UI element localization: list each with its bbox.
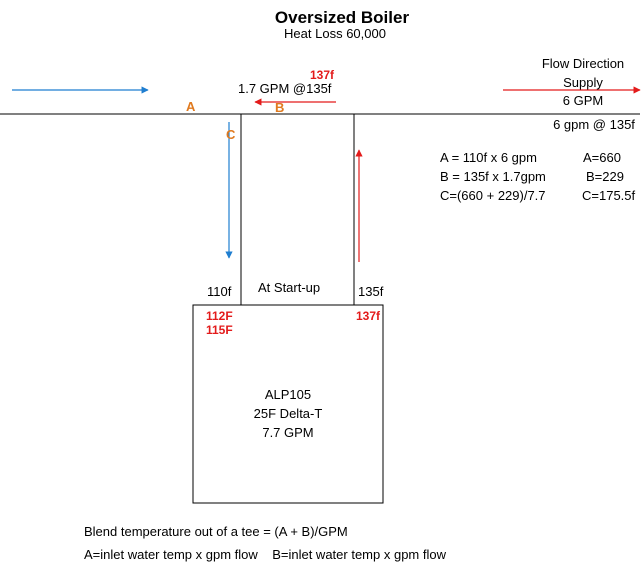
calc-b-formula: B = 135f x 1.7gpm — [440, 169, 546, 184]
point-c-label: C — [226, 127, 236, 142]
supply-temp-red: 137f — [356, 309, 381, 323]
note-definitions: A=inlet water temp x gpm flow B=inlet wa… — [84, 547, 447, 562]
return-temp-red-1: 112F — [206, 309, 233, 323]
diagram-title: Oversized Boiler — [275, 8, 410, 27]
bypass-temp-label: 137f — [310, 68, 335, 82]
bypass-flow-label: 1.7 GPM @135f — [238, 81, 332, 96]
flow-gpm-temp-label: 6 gpm @ 135f — [553, 117, 635, 132]
note-blend-formula: Blend temperature out of a tee = (A + B)… — [84, 524, 348, 539]
boiler-delta-t: 25F Delta-T — [254, 406, 323, 421]
calc-a-formula: A = 110f x 6 gpm — [440, 150, 537, 165]
boiler-model: ALP105 — [265, 387, 311, 402]
calc-b-result: B=229 — [586, 169, 624, 184]
point-a-label: A — [186, 99, 196, 114]
flow-gpm-label: 6 GPM — [563, 93, 603, 108]
return-temp-label: 110f — [207, 284, 232, 299]
startup-label: At Start-up — [258, 280, 320, 295]
boiler-gpm: 7.7 GPM — [262, 425, 313, 440]
diagram-subtitle: Heat Loss 60,000 — [284, 26, 386, 41]
supply-temp-label: 135f — [358, 284, 384, 299]
flow-supply-label: Supply — [563, 75, 603, 90]
calc-c-formula: C=(660 + 229)/7.7 — [440, 188, 546, 203]
boiler-box — [192, 304, 384, 504]
return-temp-red-2: 115F — [206, 323, 233, 337]
point-b-label: B — [275, 100, 284, 115]
flow-direction-label: Flow Direction — [542, 56, 624, 71]
calc-a-result: A=660 — [583, 150, 621, 165]
calc-c-result: C=175.5f — [582, 188, 636, 203]
